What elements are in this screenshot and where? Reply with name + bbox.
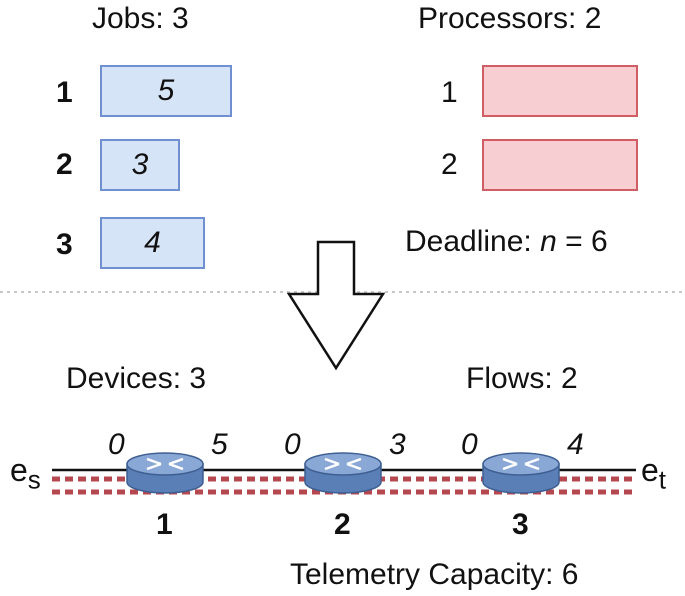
processor-index: 2	[441, 148, 458, 181]
job-index: 3	[56, 228, 73, 261]
transform-arrow-icon	[286, 240, 386, 371]
device-left-value: 0	[284, 428, 301, 461]
deadline-var: n	[540, 225, 557, 258]
deadline-label: Deadline: n = 6	[405, 225, 608, 259]
job-box: 3	[100, 139, 180, 191]
router-icon	[482, 452, 560, 494]
jobs-header: Jobs: 3	[92, 2, 189, 35]
flows-header: Flows: 2	[466, 362, 578, 395]
job-length: 4	[144, 226, 161, 259]
deadline-suffix: = 6	[556, 225, 608, 258]
processor-box	[482, 139, 638, 191]
router-icon	[304, 452, 382, 494]
job-length: 3	[131, 148, 149, 181]
source-label: e	[10, 452, 28, 488]
job-box: 5	[100, 65, 232, 117]
device-left-value: 0	[108, 428, 125, 461]
source-subscript: s	[27, 464, 41, 495]
router-icon	[126, 452, 204, 494]
job-length: 5	[157, 74, 175, 107]
job-box: 4	[100, 217, 205, 269]
sink-subscript: t	[658, 464, 667, 495]
deadline-prefix: Deadline:	[405, 225, 541, 258]
processor-box	[482, 65, 638, 117]
job-index: 1	[56, 76, 73, 109]
device-right-value: 4	[567, 428, 584, 461]
sink-node: et	[641, 452, 666, 495]
job-index: 2	[56, 148, 73, 181]
telemetry-capacity: Telemetry Capacity: 6	[290, 558, 579, 591]
device-right-value: 5	[211, 428, 228, 461]
device-label: 3	[512, 508, 529, 541]
processors-header: Processors: 2	[418, 2, 602, 35]
device-right-value: 3	[389, 428, 406, 461]
processor-index: 1	[441, 76, 458, 109]
source-node: es	[10, 452, 41, 495]
devices-header: Devices: 3	[66, 362, 207, 395]
sink-label: e	[641, 452, 659, 488]
device-left-value: 0	[461, 428, 478, 461]
device-label: 2	[334, 508, 351, 541]
device-label: 1	[156, 508, 173, 541]
